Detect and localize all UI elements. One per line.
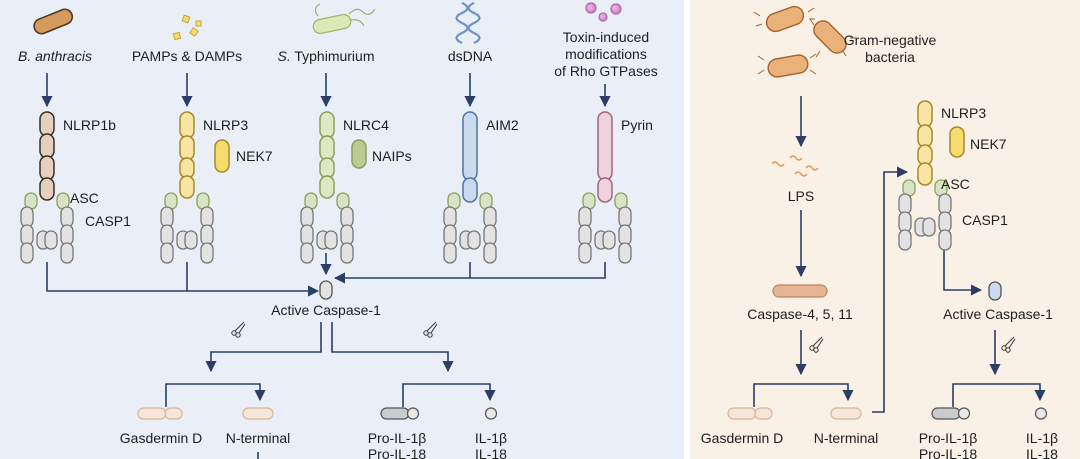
nlrc4-sensor: [319, 111, 367, 199]
trigger-label-anthracis: B. anthracis: [18, 48, 92, 64]
dsdna-helix-icon: [455, 1, 481, 45]
nlrp1b-sensor: [39, 111, 55, 201]
pro-il1b-icon: [380, 407, 420, 420]
noncanonical-panel: [690, 0, 1080, 459]
convergence-lines: [46, 253, 606, 297]
il1b-icon: [484, 407, 498, 420]
asc-casp1-cluster: [160, 192, 214, 264]
adaptor-label-asc-right: ASC: [941, 176, 970, 192]
lps-icon: [771, 155, 819, 177]
il18-label: IL-18: [475, 446, 507, 459]
trigger-label-typhimurium: S. Typhimurium: [277, 48, 375, 64]
gram-negative-label: Gram-negative bacteria: [843, 32, 937, 65]
pyrin-sensor: [597, 111, 613, 203]
trigger-arrows: [41, 73, 611, 108]
trigger-label-dsdna: dsDNA: [447, 48, 493, 64]
sensor-label-aim2: AIM2: [486, 117, 519, 133]
lps-label: LPS: [787, 188, 815, 204]
trigger-label-toxin: Toxin-induced modifications of Rho GTPas…: [554, 29, 658, 79]
gasdermin-d-label-right: Gasdermin D: [700, 430, 784, 446]
pro-il1b-icon-right: [931, 407, 971, 420]
asc-casp1-cluster: [443, 192, 497, 264]
active-caspase1-icon: [319, 280, 333, 300]
n-terminal-label: N-terminal: [225, 430, 291, 446]
scissors-icon: [1001, 336, 1016, 353]
trigger-label-pamps: PAMPs & DAMPs: [131, 48, 243, 64]
sensor-label-nlrc4: NLRC4: [343, 117, 389, 133]
scissors-icon: [423, 321, 438, 338]
gasdermin-d-label: Gasdermin D: [119, 430, 203, 446]
il1b-icon-right: [1034, 407, 1048, 420]
gram-negative-bacteria-icon: [765, 5, 847, 78]
caspase-4-5-11-icon: [772, 284, 828, 298]
asc-casp1-cluster-right: [898, 179, 952, 251]
n-terminal-icon-right: [830, 407, 862, 420]
adaptor-label-asc: ASC: [70, 190, 99, 206]
il18-label-right: IL-18: [1026, 446, 1058, 459]
il1b-label: IL-1β: [474, 430, 508, 446]
scissors-icon: [231, 321, 246, 338]
scissors-icon: [809, 336, 824, 353]
n-terminal-label-right: N-terminal: [813, 430, 879, 446]
anthrax-bacterium-icon: [33, 8, 74, 35]
gasdermin-d-icon: [137, 407, 183, 420]
sensor-label-nlrp3-right: NLRP3: [941, 105, 987, 121]
right-cleavage-branches: [753, 166, 1046, 413]
bacteria-flagella: [753, 7, 856, 75]
pro-il18-label-right: Pro-IL-18: [918, 446, 978, 459]
sensor-label-nlrp3: NLRP3: [203, 117, 249, 133]
aim2-sensor: [462, 111, 478, 203]
asc-casp1-cluster: [20, 192, 74, 264]
pro-il18-label: Pro-IL-18: [367, 446, 427, 459]
sensor-label-nlrp1b: NLRP1b: [63, 117, 116, 133]
toxin-bubbles-icon: [585, 2, 622, 22]
il1b-label-right: IL-1β: [1025, 430, 1059, 446]
nlrp3-sensor-right: [917, 100, 965, 186]
pamps-damps-icon: [172, 14, 202, 41]
partner-label-nek7: NEK7: [236, 148, 273, 164]
asc-casp1-clusters: [20, 192, 632, 264]
n-terminal-icon: [242, 407, 274, 420]
effector-label-casp1-right: CASP1: [962, 212, 1008, 228]
salmonella-bacterium-icon: [312, 3, 376, 35]
effector-label-casp1: CASP1: [85, 213, 131, 229]
active-caspase1-icon-right: [988, 281, 1002, 301]
sensor-label-pyrin: Pyrin: [621, 117, 653, 133]
active-caspase1-label-right: Active Caspase-1: [943, 306, 1053, 322]
active-caspase1-label: Active Caspase-1: [271, 302, 381, 318]
partner-label-nek7-right: NEK7: [970, 136, 1007, 152]
gasdermin-d-icon-right: [727, 407, 773, 420]
caspase-4-5-11-label: Caspase-4, 5, 11: [747, 306, 853, 322]
asc-casp1-cluster: [578, 192, 632, 264]
cleavage-branches: [165, 322, 496, 459]
asc-casp1-cluster: [300, 192, 354, 264]
pro-il1b-label-right: Pro-IL-1β: [918, 430, 978, 446]
pro-il1b-label: Pro-IL-1β: [367, 430, 427, 446]
nlrp3-sensor: [179, 111, 230, 199]
partner-label-naips: NAIPs: [372, 148, 412, 164]
